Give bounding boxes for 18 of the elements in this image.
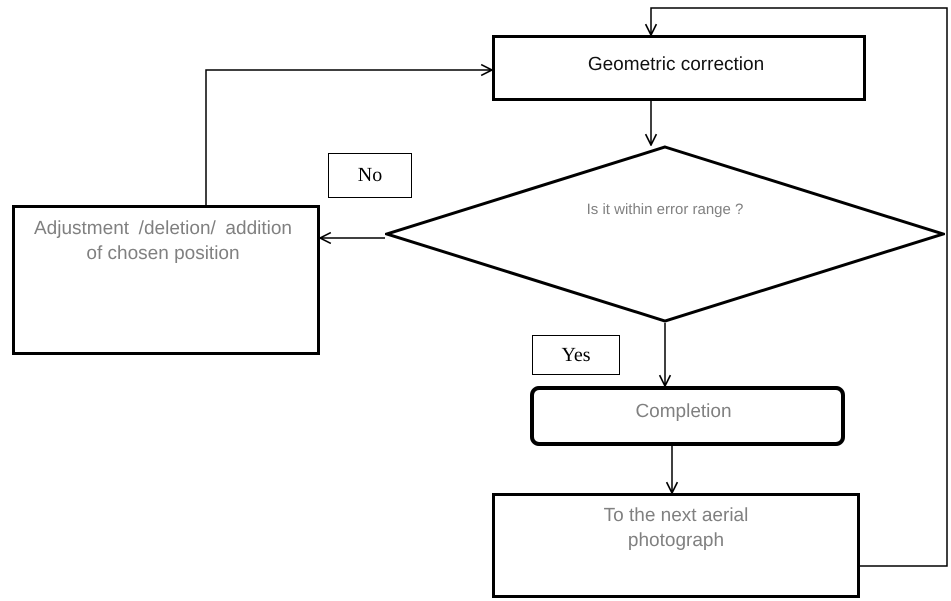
decision-diamond bbox=[385, 145, 945, 323]
node-label: Is it within error range ? bbox=[586, 200, 744, 220]
edge-label: Yes bbox=[532, 335, 620, 375]
arrow bbox=[658, 323, 672, 387]
node-label: Adjustment /deletion/ addition of chosen position bbox=[34, 217, 292, 266]
arrow bbox=[644, 101, 658, 146]
node-label: Completion bbox=[634, 400, 733, 424]
edge-label: No bbox=[328, 153, 412, 198]
process-box bbox=[492, 493, 860, 598]
terminal-box bbox=[530, 386, 845, 446]
arrow bbox=[319, 232, 385, 244]
process-box bbox=[12, 205, 320, 355]
node-label: Geometric correction bbox=[586, 52, 766, 77]
process-box bbox=[492, 35, 866, 101]
arrow bbox=[666, 446, 678, 494]
arrow bbox=[644, 7, 948, 567]
arrow bbox=[205, 64, 493, 205]
node-label: To the next aerial photograph bbox=[602, 504, 750, 553]
